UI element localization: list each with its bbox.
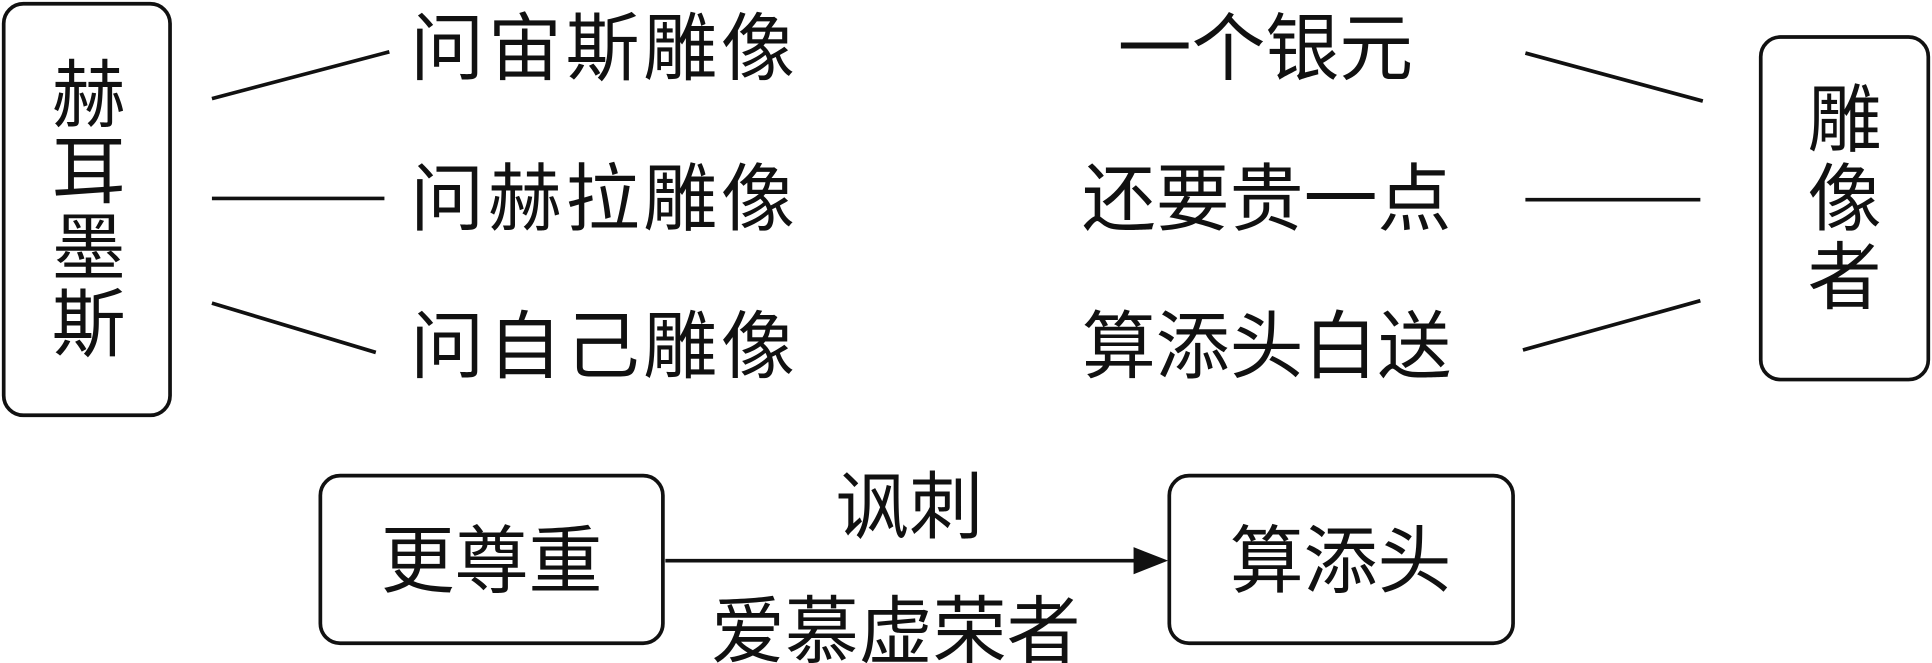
- arrow-head-icon: [1133, 547, 1169, 575]
- sculptor-char: 者: [1808, 235, 1882, 321]
- from-label: 更尊重: [381, 519, 603, 605]
- connector-line: [211, 50, 390, 101]
- left-item: 问自己雕像: [410, 304, 794, 390]
- hermes-char: 赫: [52, 53, 126, 139]
- hermes-char: 墨: [52, 206, 126, 292]
- sculptor-box: 雕 像 者: [1758, 35, 1931, 382]
- right-item: 一个银元: [1118, 6, 1414, 92]
- left-item: 问赫拉雕像: [410, 156, 794, 242]
- connector-line: [1522, 298, 1701, 352]
- arrow-label-bottom: 爱慕虚荣者: [711, 589, 1081, 663]
- from-box: [318, 473, 665, 646]
- connector-line: [1524, 51, 1704, 103]
- hermes-box-border: [1, 1, 172, 418]
- hermes-char: 斯: [52, 282, 126, 368]
- left-item: 问宙斯雕像: [410, 6, 794, 92]
- right-item: 算添头白送: [1082, 304, 1452, 390]
- hermes-box: 赫 耳 墨 斯: [1, 1, 172, 418]
- bottom-flow: 更尊重 讽刺 爱慕虚荣者 算添头: [318, 464, 1515, 663]
- arrow-label-top: 讽刺: [835, 464, 983, 550]
- to-box: [1167, 473, 1515, 646]
- sculptor-box-border: [1758, 35, 1931, 382]
- right-item: 还要贵一点: [1082, 156, 1452, 242]
- hermes-char: 耳: [52, 129, 126, 215]
- connector-line: [211, 301, 377, 355]
- sculptor-char: 像: [1808, 156, 1882, 242]
- sculptor-char: 雕: [1808, 77, 1882, 163]
- to-label: 算添头: [1230, 519, 1452, 605]
